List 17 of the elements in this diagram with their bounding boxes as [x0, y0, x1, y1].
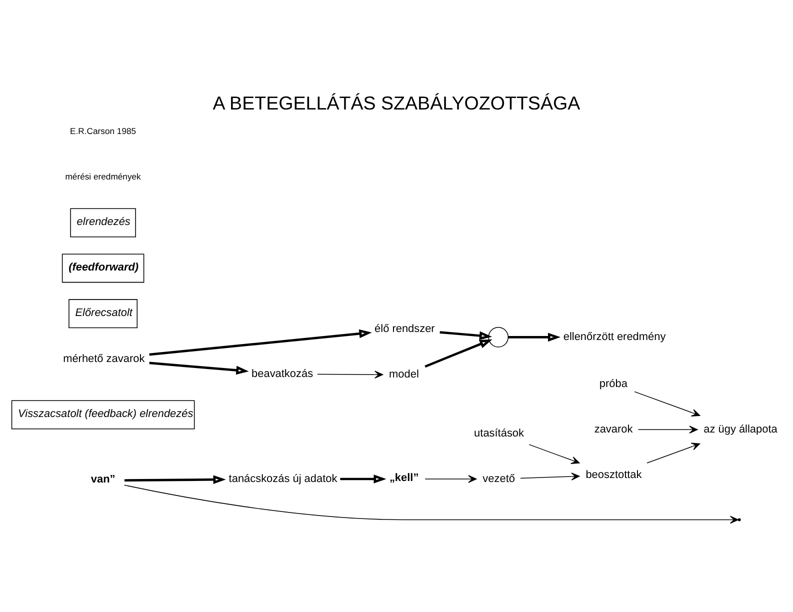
node-text: az ügy állapota	[704, 424, 778, 436]
label: E.R.Carson 1985	[70, 126, 136, 136]
node-text: van”	[90, 474, 116, 486]
node-text: utasítások	[474, 427, 524, 440]
node-text: „kell”	[389, 472, 419, 484]
node-text: élő rendszer	[374, 323, 435, 336]
node-text: vezető	[482, 472, 515, 485]
node-text: beavatkozás	[252, 368, 314, 380]
node-text: mérhető zavarok	[63, 353, 145, 366]
node-text: tanácskozás új adatok	[228, 472, 338, 485]
node-text: próba	[599, 378, 628, 390]
diagram-title: A BETEGELLÁTÁS SZABÁLYOZOTTSÁGA	[212, 92, 580, 114]
node-text: model	[389, 368, 419, 381]
node-text: ellenőrzött eredmény	[563, 331, 666, 344]
node-text: beosztottak	[586, 468, 642, 481]
node-text: zavarok	[594, 424, 633, 436]
label: mérési eredmények	[65, 172, 141, 182]
